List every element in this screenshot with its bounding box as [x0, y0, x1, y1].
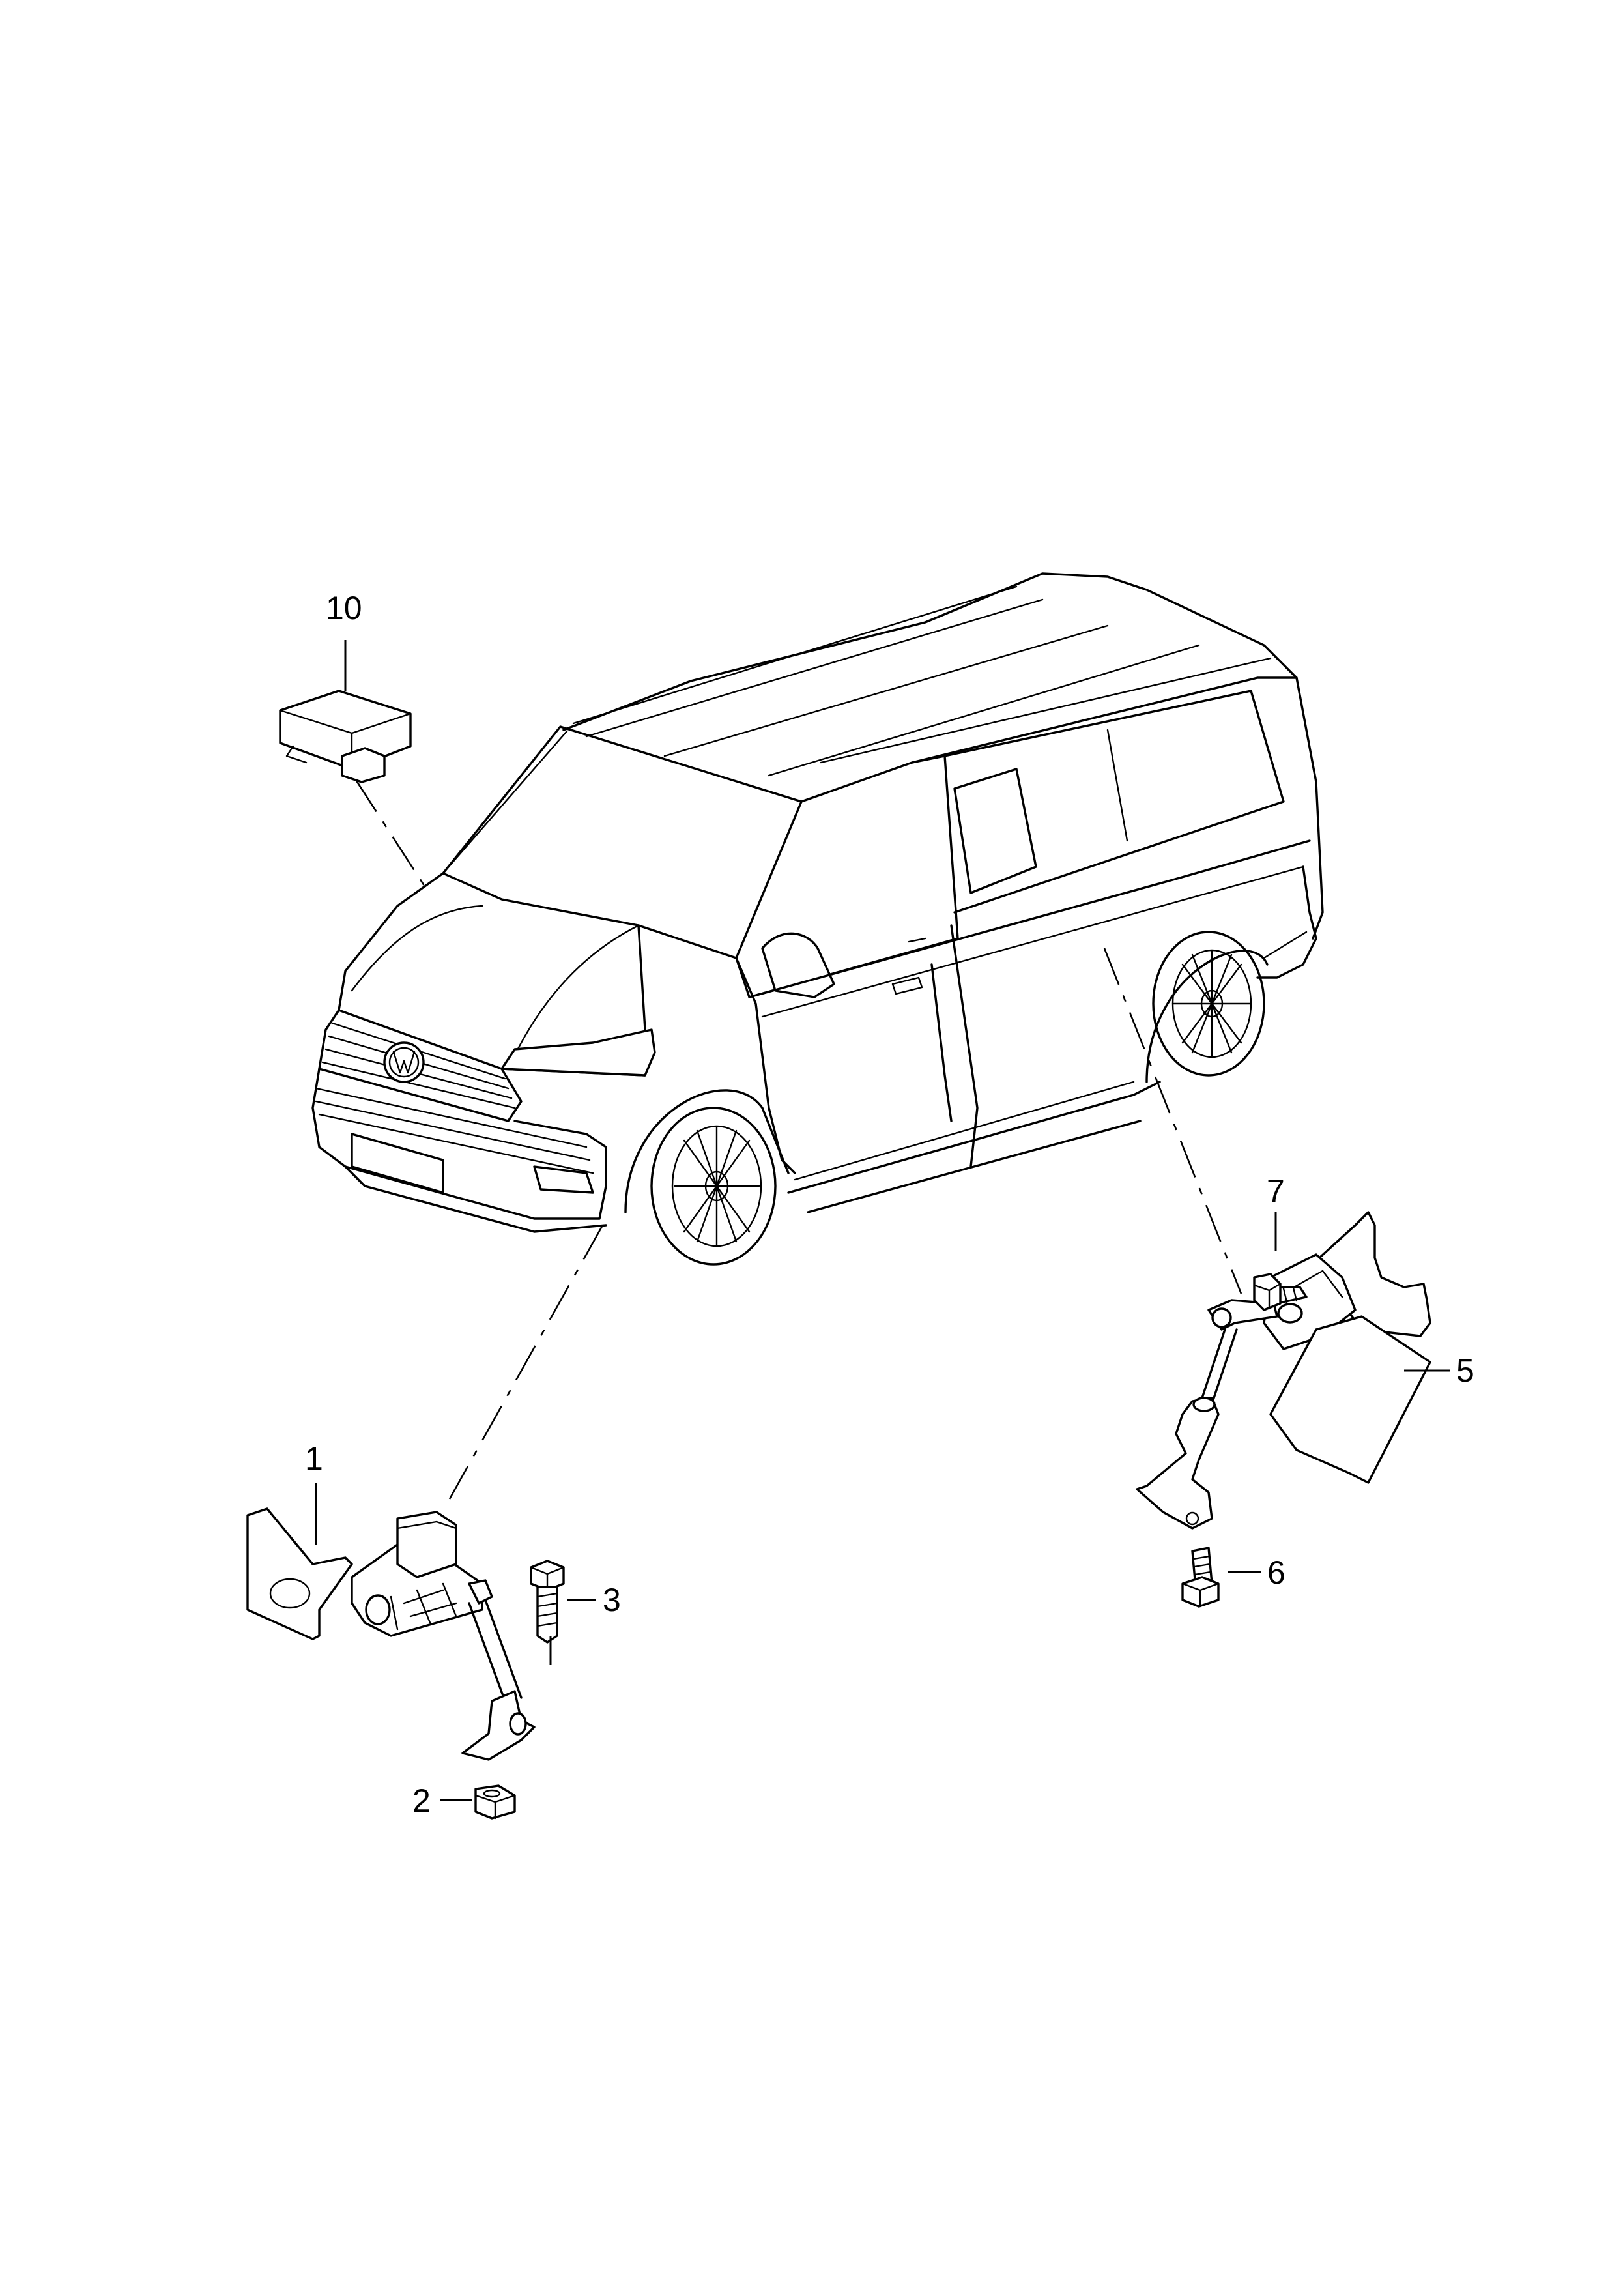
callout-7: 7: [1267, 1173, 1285, 1210]
bolt-part-6: [1181, 1547, 1261, 1608]
bolt-part-3: [530, 1560, 596, 1665]
leader-10: [354, 778, 428, 890]
callout-1: 1: [305, 1440, 323, 1477]
height-sensor-part-5: [1136, 1211, 1450, 1530]
leader-1: [448, 1225, 604, 1500]
nut-part-2: [440, 1784, 516, 1820]
bolt-part-7: [1253, 1212, 1308, 1311]
callout-3: 3: [603, 1582, 621, 1618]
rear-wheel: [1145, 931, 1269, 1083]
callout-2: 2: [412, 1782, 431, 1819]
van-illustration: [311, 572, 1324, 1266]
control-unit-part-10: [279, 640, 412, 783]
vw-badge-icon: [383, 1041, 425, 1083]
callout-6: 6: [1267, 1554, 1285, 1591]
height-sensor-part-1: [246, 1483, 536, 1761]
callout-10: 10: [326, 590, 362, 626]
callout-5: 5: [1456, 1352, 1474, 1389]
front-wheel: [624, 1089, 790, 1266]
leader-5: [1103, 948, 1242, 1294]
